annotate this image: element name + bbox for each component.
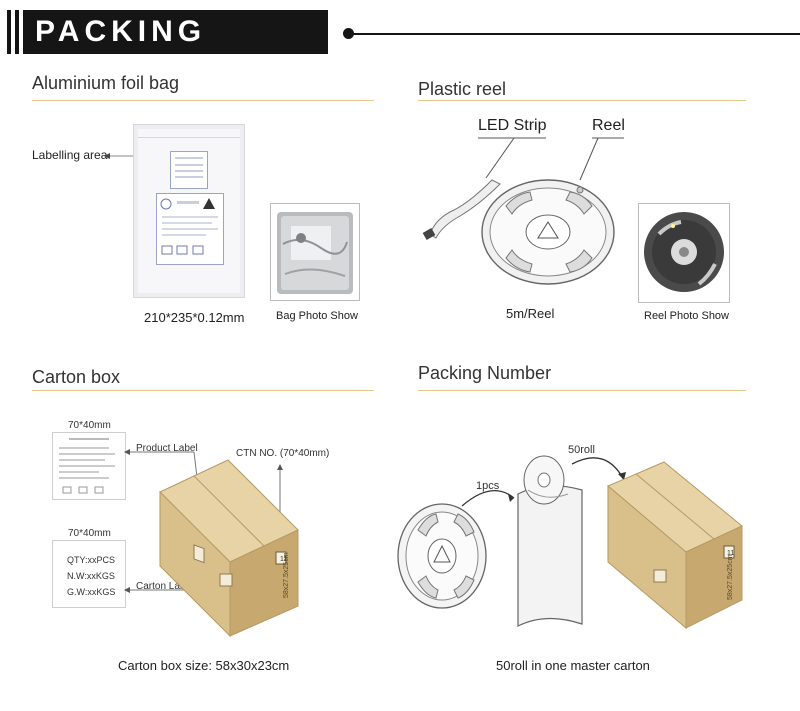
roll-label: 50roll — [568, 444, 595, 456]
bag-seal — [138, 131, 240, 138]
product-label-card — [52, 432, 126, 500]
bag-caution-label — [156, 193, 224, 265]
header-line — [352, 33, 800, 35]
reel-label: Reel — [592, 117, 625, 134]
pcs-label: 1pcs — [476, 480, 500, 492]
section-rule — [32, 100, 374, 101]
bag-photo-caption: Bag Photo Show — [276, 310, 358, 322]
section-rule — [418, 390, 746, 391]
master-carton-mark: 58x27.5x25cm — [727, 554, 734, 600]
foil-bag-drawing — [133, 124, 245, 298]
section-title-carton-box: Carton box — [32, 367, 121, 387]
header-block: PACKING — [23, 10, 328, 54]
reel-drawing — [422, 137, 624, 285]
label-size-1: 70*40mm — [68, 420, 111, 431]
page-header: PACKING — [0, 10, 800, 58]
section-title-plastic-reel: Plastic reel — [418, 79, 507, 99]
header-stripe — [7, 10, 11, 54]
nw-text: N.W:xxKGS — [67, 571, 115, 581]
section-title-packing-number: Packing Number — [418, 363, 552, 383]
section-rule — [32, 390, 374, 391]
product-label-callout: Product Label — [136, 443, 198, 454]
labelling-area-label: Labelling area — [32, 148, 108, 162]
bag-photo — [270, 203, 360, 301]
svg-text:11: 11 — [280, 556, 287, 563]
gw-text: G.W:xxKGS — [67, 587, 116, 597]
header-stripe — [15, 10, 19, 54]
packing-number-caption: 50roll in one master carton — [496, 658, 650, 673]
carton-label-card: QTY:xxPCS N.W:xxKGS G.W:xxKGS — [52, 540, 126, 608]
qty-text: QTY:xxPCS — [67, 555, 116, 565]
section-title-foil-bag: Aluminium foil bag — [32, 73, 180, 93]
led-strip-label: LED Strip — [478, 117, 547, 134]
svg-text:11: 11 — [727, 550, 734, 557]
packing-number-drawing: 11 58x27.5x25cm — [397, 455, 743, 630]
carton-box-drawing: 11 58x27.5x25cm — [124, 449, 299, 638]
page-title: PACKING — [35, 15, 207, 48]
carton-box-mark: 58x27.5x25cm — [283, 552, 290, 598]
header-dot — [343, 28, 354, 39]
reel-photo-caption: Reel Photo Show — [644, 310, 729, 322]
carton-lable-callout: Carton Lable — [136, 581, 194, 592]
section-rule — [418, 100, 746, 101]
carton-size-caption: Carton box size: 58x30x23cm — [118, 658, 290, 673]
label-size-2: 70*40mm — [68, 528, 111, 539]
ctn-no-callout: CTN NO. (70*40mm) — [236, 448, 330, 459]
bag-label-area — [170, 151, 208, 189]
reel-length-caption: 5m/Reel — [506, 306, 555, 321]
reel-photo — [638, 203, 730, 303]
bag-size-caption: 210*235*0.12mm — [144, 310, 245, 325]
